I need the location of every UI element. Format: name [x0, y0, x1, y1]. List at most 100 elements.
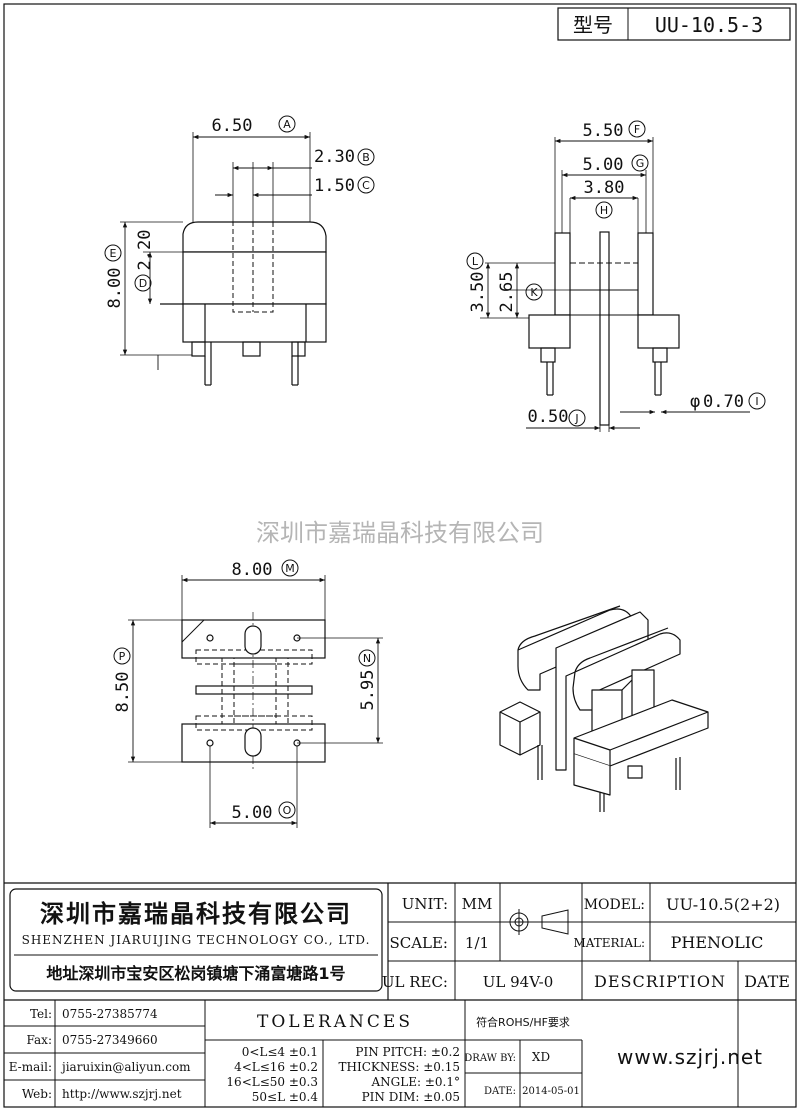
svg-text:I: I	[755, 395, 758, 408]
model-label: MODEL:	[584, 897, 645, 913]
svg-text:L: L	[472, 255, 479, 268]
drawby-label: DRAW BY:	[464, 1053, 516, 1064]
tolerances-title: TOLERANCES	[257, 1012, 413, 1032]
isometric-view	[499, 605, 709, 812]
dim-G-value: 5.00	[583, 155, 624, 175]
description-label: DESCRIPTION	[594, 972, 726, 991]
web-label: Web:	[22, 1087, 52, 1101]
header-model: UU-10.5-3	[655, 13, 763, 37]
company-name-en: SHENZHEN JIARUIJING TECHNOLOGY CO., LTD.	[22, 933, 371, 947]
dim-K-value: 2.65	[497, 272, 517, 313]
tol-row-1: 0<L≤4 ±0.1	[242, 1045, 318, 1059]
dim-E-marker: E	[104, 244, 122, 262]
company-name-cn: 深圳市嘉瑞晶科技有限公司	[40, 900, 352, 928]
dim-M-value: 8.00	[232, 560, 273, 580]
scale-label: SCALE:	[389, 934, 448, 952]
dim-J-value: 0.50	[528, 407, 569, 427]
title-block	[4, 882, 796, 1107]
rohs-note: 符合ROHS/HF要求	[476, 1015, 570, 1029]
dim-E-value: 8.00	[105, 268, 125, 309]
dim-N-marker: N	[358, 649, 376, 667]
tol-row-4: 50≤L ±0.4	[252, 1090, 319, 1104]
date-value: 2014-05-01	[522, 1086, 580, 1097]
pin-row-2: THICKNESS: ±0.15	[339, 1060, 460, 1074]
tel-value: 0755-27385774	[62, 1007, 158, 1021]
dim-K-marker: K	[525, 283, 543, 301]
drawby-value: XD	[532, 1050, 550, 1064]
svg-text:H: H	[600, 204, 608, 217]
material-label: MATERIAL:	[573, 936, 645, 950]
email-label: E-mail:	[9, 1060, 52, 1074]
dim-F-marker: F	[628, 120, 646, 138]
dim-J-marker: J	[568, 409, 586, 427]
dim-O-marker: O	[278, 801, 296, 819]
svg-text:O: O	[283, 804, 292, 817]
title-block-text: 深圳市嘉瑞晶科技有限公司 SHENZHEN JIARUIJING TECHNOL…	[9, 895, 790, 1104]
dim-N-value: 5.95	[358, 670, 378, 711]
projection-symbol-icon	[506, 909, 569, 935]
tel-label: Tel:	[30, 1007, 52, 1021]
ulrec-value: UL 94V-0	[483, 973, 554, 991]
dim-phi: φ	[690, 392, 700, 412]
dim-D-marker: D	[134, 274, 152, 292]
svg-text:G: G	[636, 157, 645, 170]
top-view	[128, 575, 383, 828]
dim-C-marker: C	[357, 176, 375, 194]
dim-I-marker: I	[748, 392, 766, 410]
svg-text:D: D	[139, 277, 147, 290]
svg-text:B: B	[362, 151, 370, 164]
dim-C-value: 1.50	[314, 176, 355, 196]
dim-B-value: 2.30	[314, 147, 355, 167]
unit-label: UNIT:	[402, 895, 448, 913]
unit-value: MM	[462, 895, 493, 913]
front-view	[120, 132, 327, 386]
svg-text:E: E	[110, 247, 117, 260]
svg-text:P: P	[119, 650, 126, 663]
svg-text:J: J	[574, 412, 578, 425]
dim-L-value: 3.50	[468, 272, 488, 313]
dim-O-value: 5.00	[232, 803, 273, 823]
model-value: UU-10.5(2+2)	[666, 895, 780, 914]
scale-value: 1/1	[465, 934, 489, 952]
pin-row-3: ANGLE: ±0.1°	[371, 1075, 460, 1089]
dim-B-marker: B	[357, 148, 375, 166]
page-frame	[3, 3, 797, 1108]
watermark-text: 深圳市嘉瑞晶科技有限公司	[256, 519, 544, 547]
dim-A-marker: A	[278, 115, 296, 133]
svg-text:M: M	[285, 562, 295, 575]
dim-I-value: 0.70	[703, 392, 744, 412]
header-model-box: 型号 UU-10.5-3	[557, 7, 791, 41]
email-value: jiaruixin@aliyun.com	[60, 1060, 191, 1074]
tol-row-3: 16<L≤50 ±0.3	[226, 1075, 318, 1089]
svg-text:N: N	[363, 652, 371, 665]
date-label: DATE:	[484, 1086, 516, 1097]
dim-G-marker: G	[631, 154, 649, 172]
tol-row-2: 4<L≤16 ±0.2	[234, 1060, 318, 1074]
dim-H-marker: H	[595, 201, 613, 219]
fax-value: 0755-27349660	[62, 1033, 158, 1047]
svg-text:C: C	[362, 179, 370, 192]
dim-F-value: 5.50	[583, 121, 624, 141]
fax-label: Fax:	[27, 1033, 52, 1047]
company-address: 地址深圳市宝安区松岗镇塘下涌富塘路1号	[46, 964, 345, 983]
dim-D-value: 2.20	[135, 230, 155, 271]
dim-L-marker: L	[466, 252, 484, 270]
side-view	[480, 137, 750, 432]
pin-row-1: PIN PITCH: ±0.2	[355, 1045, 460, 1059]
date-header: DATE	[744, 972, 790, 991]
header-label: 型号	[573, 13, 613, 37]
svg-text:A: A	[283, 118, 291, 131]
dim-M-marker: M	[281, 559, 299, 577]
material-value: PHENOLIC	[671, 933, 764, 952]
dim-P-marker: P	[113, 647, 131, 665]
dim-P-value: 8.50	[113, 672, 133, 713]
svg-text:K: K	[530, 286, 538, 299]
pin-row-4: PIN DIM: ±0.05	[362, 1090, 460, 1104]
dim-A-value: 6.50	[212, 116, 253, 136]
website-footer: www.szjrj.net	[617, 1045, 763, 1069]
top-view-dims: 8.00 M 8.50 P 5.95 N 5.00 O	[113, 559, 378, 823]
front-view-dims: 6.50 A 2.30 B 1.50 C 8.00 E 2.20 D	[104, 115, 375, 309]
ulrec-label: UL REC:	[382, 973, 448, 991]
web-value: http://www.szjrj.net	[62, 1087, 182, 1101]
